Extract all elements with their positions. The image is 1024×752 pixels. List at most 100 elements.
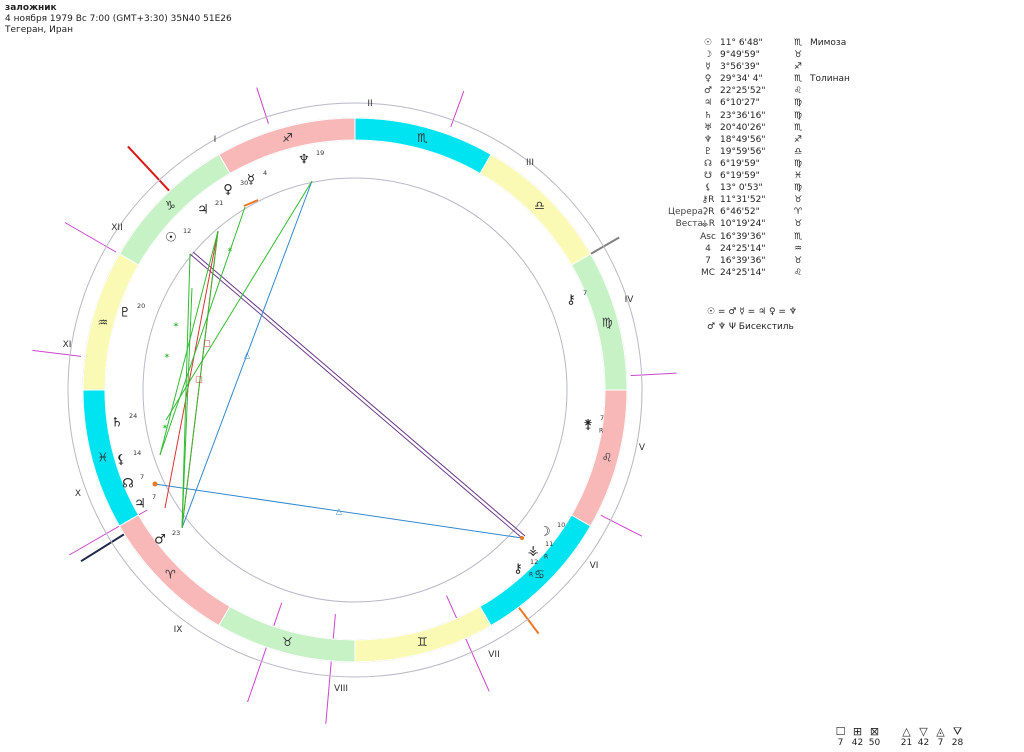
planet-marker[interactable]: ⚷12R: [513, 558, 538, 579]
planet-row: ♃6°10'27"♍: [700, 97, 850, 109]
planet-longitude: 6°10'27": [720, 98, 760, 109]
planet-degree-label: 23: [172, 529, 180, 537]
aspect-trine-line[interactable]: [154, 483, 523, 539]
planet-marker[interactable]: ♃7: [134, 493, 156, 512]
planet-marker[interactable]: ♆19: [298, 149, 324, 168]
planet-note: Мимоза: [810, 38, 847, 48]
planet-marker[interactable]: ♄24: [111, 412, 137, 431]
planet-longitude: 6°46'52": [720, 207, 760, 218]
aspect-count-item: ☐7: [832, 726, 849, 749]
planet-note: Толинан: [810, 74, 850, 85]
aspect-sextile-line[interactable]: [181, 287, 193, 529]
planet-marker[interactable]: ♃21: [197, 199, 223, 218]
aspect-type-icon: ▽: [919, 725, 928, 738]
planet-symbol: MC: [700, 267, 716, 278]
aspect-sextile-line[interactable]: [181, 230, 219, 529]
planet-sign-glyph: ♏: [794, 231, 803, 242]
chart-datetime: 4 ноября 1979 Вс 7:00 (GMT+3:30) 35N40 5…: [5, 14, 232, 24]
planet-marker[interactable]: ⚶11R: [527, 540, 553, 561]
planet-marker[interactable]: ☽10: [539, 521, 565, 540]
natal-chart-wheel[interactable]: ♐♑♒♓♈♉♊♋♌♍♎♏ △△□□✶✶✶✶ ☉12♃21♀30☿4♆19⚷7♇2…: [0, 0, 700, 752]
planet-symbol: ☉: [703, 38, 713, 48]
chart-location: Тегеран, Иран: [5, 25, 73, 35]
planet-sign-glyph: ♏: [794, 74, 803, 85]
planet-marker[interactable]: ⚵7R: [583, 414, 604, 435]
planet-marker[interactable]: ⚸ 14: [116, 449, 141, 468]
planet-marker[interactable]: ♇20: [119, 302, 145, 321]
house-number-label: VI: [590, 561, 599, 571]
planet-glyph-icon: ☽: [539, 525, 551, 540]
planet-longitude: 24°25'14": [720, 243, 766, 254]
zodiac-sign-segment[interactable]: [82, 389, 140, 527]
aspect-count-value: 50: [868, 738, 881, 748]
planet-longitude: 10°19'24": [720, 219, 766, 230]
zodiac-sign-glyph: ♐: [282, 131, 293, 145]
house-cusp-line: [325, 614, 336, 724]
planet-glyph-icon: ♀: [223, 183, 233, 198]
planet-glyph-icon: ♂: [154, 533, 166, 548]
planet-glyph-icon: ☉: [165, 231, 177, 246]
aspect-conjunction-line[interactable]: [243, 199, 259, 207]
planet-symbol: ♆: [703, 134, 713, 145]
aspect-marker: □: [195, 375, 203, 384]
aspect-square-line[interactable]: [164, 230, 219, 509]
house-number-label: XI: [63, 340, 72, 350]
aspect-count-value: 7: [837, 738, 844, 748]
planet-longitude: 24°25'14": [720, 267, 766, 278]
house-number-label: IX: [174, 625, 183, 635]
planet-glyph-icon: ⚵: [583, 418, 593, 433]
aspect-type-icon: ⊠: [869, 725, 880, 738]
zodiac-sign-glyph: ♈: [165, 568, 176, 582]
aspect-marker: □: [203, 339, 211, 348]
zodiac-sign-segment[interactable]: [354, 117, 492, 175]
zodiac-sign-glyph: ♊: [417, 635, 428, 649]
aspect-marker: △: [244, 351, 251, 360]
planet-symbol: ⚳R: [701, 207, 715, 218]
aspect-summary-line2: ♂ ♆ Ψ Бисекстиль: [707, 322, 794, 332]
aspect-opposition-line[interactable]: [189, 253, 523, 539]
aspect-opposition-line[interactable]: [192, 251, 526, 537]
aspect-count-value: 21: [900, 738, 913, 748]
aspect-count-item: ▽42: [915, 725, 932, 749]
planet-sign-glyph: ♍: [794, 110, 803, 121]
house-cusp-line: [600, 514, 643, 537]
house-cusp-line: [247, 602, 283, 703]
aspect-sextile-line[interactable]: [181, 253, 191, 529]
chart-title: заложник: [5, 3, 57, 13]
house-number-label: I: [214, 135, 217, 145]
aspect-sextile-line[interactable]: [165, 180, 313, 421]
planet-longitude: 13° 0'53": [720, 183, 763, 194]
planet-marker[interactable]: ☊7: [122, 473, 144, 492]
planet-row-label: Церера: [667, 207, 703, 218]
planet-marker[interactable]: ☉12: [165, 227, 191, 246]
aspect-type-icon: ⊞: [852, 725, 863, 738]
zodiac-sign-segment[interactable]: [570, 253, 628, 391]
planet-marker[interactable]: ⚷7: [566, 289, 587, 308]
aspect-marker: ✶: [227, 246, 234, 255]
zodiac-sign-segment[interactable]: [82, 253, 140, 391]
aspect-count-item: ◬7: [932, 726, 949, 749]
house-number-label: IV: [625, 295, 635, 305]
planet-glyph-icon: ⚸: [116, 453, 126, 468]
aspect-sextile-line[interactable]: [159, 206, 246, 456]
zodiac-sign-glyph: ♋: [534, 568, 545, 582]
wheel-ring: [67, 102, 643, 678]
planet-sign-glyph: ♍: [794, 158, 803, 169]
aspect-sextile-line[interactable]: [159, 230, 219, 456]
planet-row: ☉11° 6'48"♏Мимоза: [700, 37, 850, 49]
planet-degree-label: 14: [133, 449, 141, 457]
planet-row: ♀29°34' 4"♏Толинан: [700, 73, 850, 85]
planet-marker[interactable]: ☿4: [247, 169, 267, 188]
planet-row: ☋6°19'59"♓: [700, 170, 850, 182]
zodiac-sign-segment[interactable]: [218, 117, 356, 175]
planet-degree-label: 30: [240, 179, 248, 187]
aspect-trine-line[interactable]: [181, 180, 313, 529]
house-number-label: X: [75, 489, 81, 499]
zodiac-sign-segment[interactable]: [570, 389, 628, 527]
planet-marker[interactable]: ♂ 23: [154, 529, 180, 548]
aspect-type-icon: △: [902, 725, 911, 738]
planet-marker[interactable]: ♀ 30: [223, 179, 248, 198]
